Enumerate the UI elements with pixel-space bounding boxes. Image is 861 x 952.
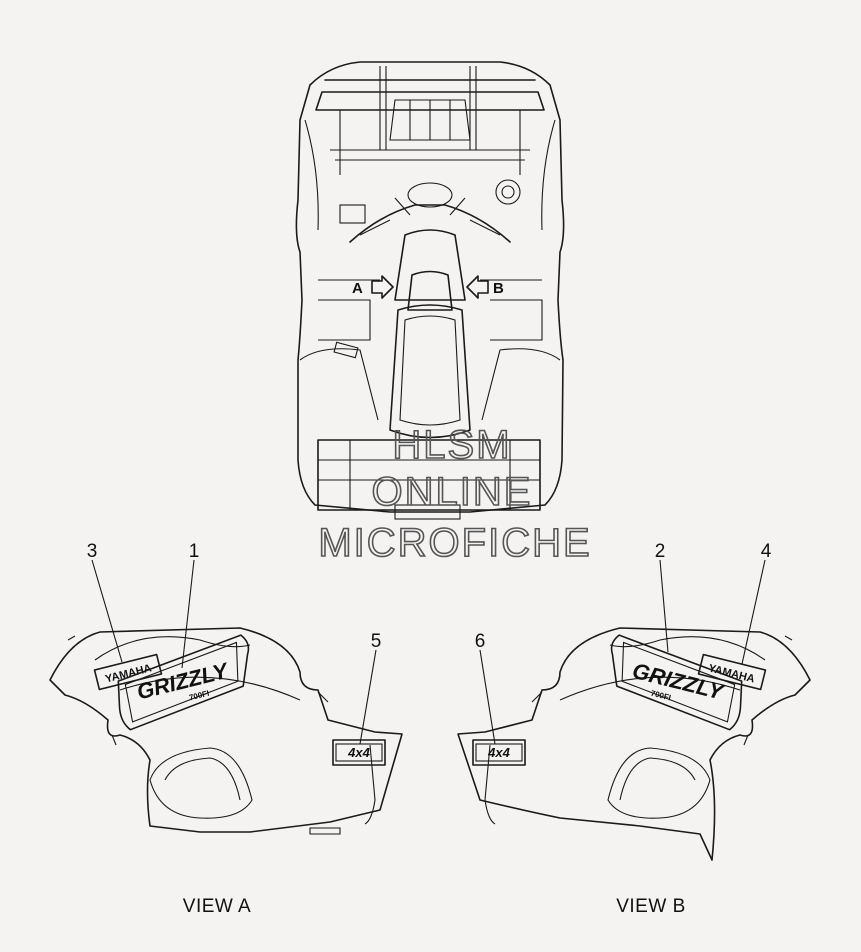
grizzly-decal-right: GRIZZLY 700FI [610, 634, 743, 731]
watermark-line-3: MICROFICHE [318, 521, 591, 565]
view-a-panel: YAMAHA GRIZZLY 700FI 4x4 [49, 627, 403, 835]
leader-lines [91, 559, 766, 745]
watermark: HLSM ONLINE MICROFICHE [318, 422, 591, 566]
callout-6: 6 [475, 631, 486, 652]
view-b-label: VIEW B [616, 896, 686, 917]
callout-4: 4 [761, 541, 772, 562]
watermark-line-2: ONLINE [372, 470, 533, 514]
arrow-b-icon [466, 275, 489, 299]
arrow-a-icon [371, 275, 394, 299]
arrow-a-label: A [352, 280, 363, 297]
callout-1: 1 [189, 541, 200, 562]
grizzly-decal-left: GRIZZLY 700FI [117, 634, 250, 731]
svg-text:4x4: 4x4 [487, 745, 510, 760]
callouts: 1 2 3 4 5 6 [87, 541, 772, 652]
callout-5: 5 [371, 631, 382, 652]
watermark-line-1: HLSM [392, 423, 511, 467]
svg-text:4x4: 4x4 [347, 745, 370, 760]
4x4-decal-right: 4x4 [472, 739, 526, 766]
atv-top-view: A B [295, 61, 565, 520]
4x4-decal-left: 4x4 [332, 739, 386, 766]
arrow-b-label: B [493, 280, 504, 297]
callout-2: 2 [655, 541, 666, 562]
view-b-panel: YAMAHA GRIZZLY 700FI 4x4 [457, 627, 811, 861]
view-a-label: VIEW A [183, 896, 251, 917]
callout-3: 3 [87, 541, 98, 562]
